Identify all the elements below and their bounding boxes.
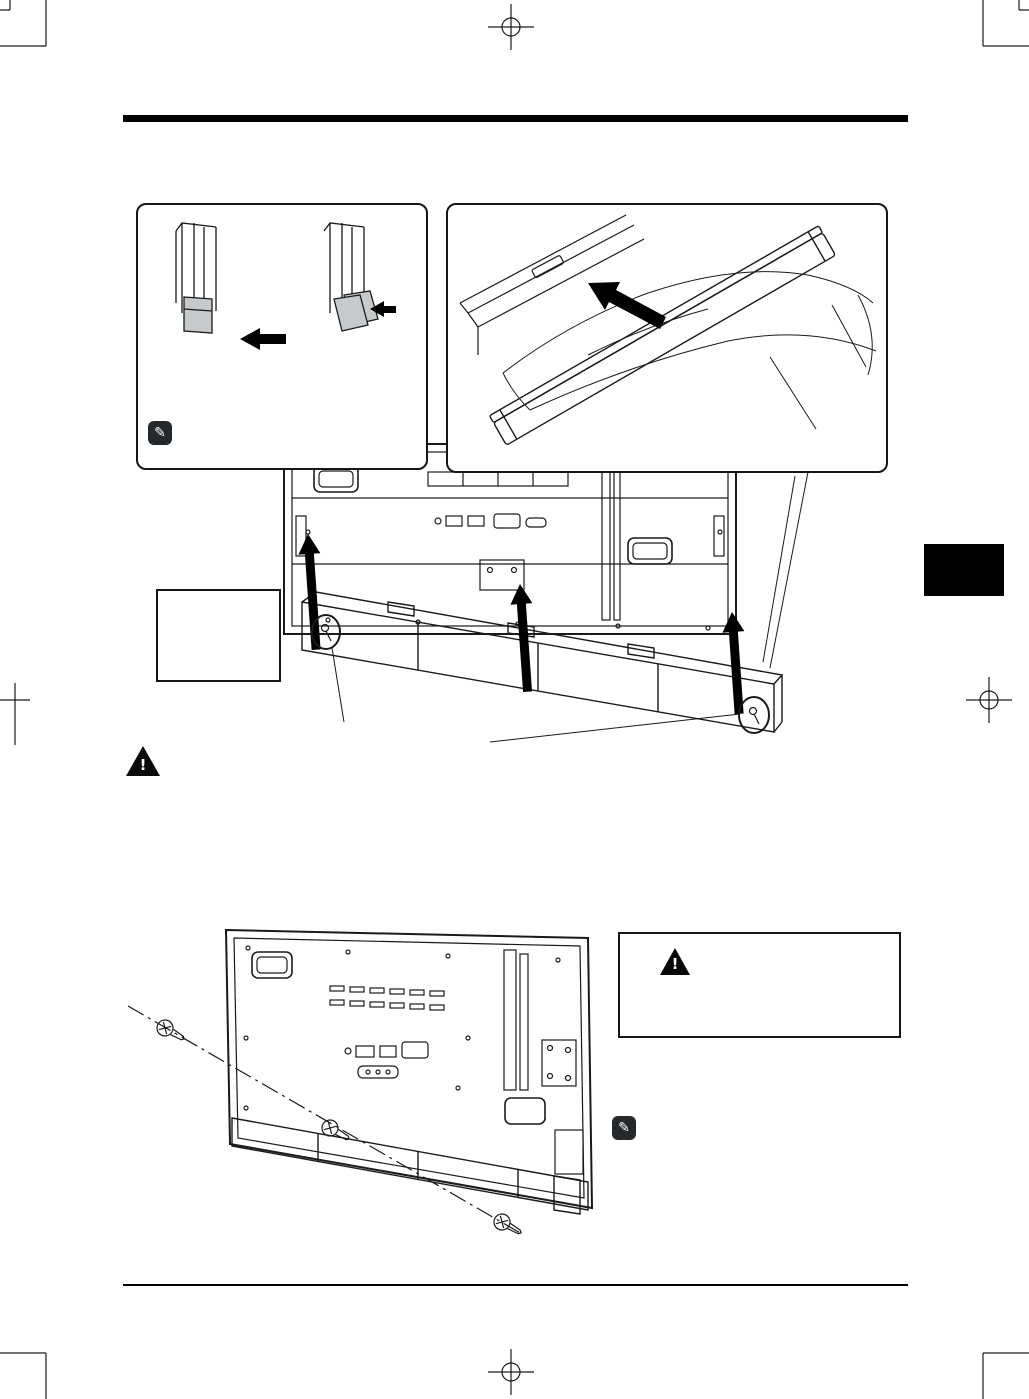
screw-3 <box>493 1213 522 1235</box>
section-index-tab <box>924 544 1004 596</box>
slide-in-panel <box>446 203 888 473</box>
register-mark-right-center <box>966 677 1012 723</box>
caution-exclamation: ! <box>139 756 147 774</box>
slide-in-drawing <box>459 214 877 445</box>
register-mark-bottom-center <box>488 1349 534 1395</box>
callout-leader-lines <box>769 304 867 430</box>
warning-icon: ! <box>660 948 690 975</box>
crop-mark-bottom-right <box>982 1352 1029 1399</box>
warning-box: ! <box>618 932 901 1038</box>
register-mark-left-center <box>0 683 30 745</box>
screw-detail-circle-right <box>738 696 770 734</box>
screw-1 <box>156 1019 185 1041</box>
arrow-left-icon <box>240 328 286 350</box>
bottom-rule <box>123 1284 908 1286</box>
register-mark-top-center <box>488 4 534 50</box>
note-icon: ✎ <box>148 421 172 445</box>
note-icon-lower: ✎ <box>612 1116 636 1140</box>
speaker-bar <box>301 591 784 733</box>
reference-box <box>156 589 281 682</box>
crop-mark-bottom-left <box>0 1352 47 1399</box>
connector-cluster <box>344 1041 429 1079</box>
arrow-small-icon <box>370 301 396 317</box>
tv-back-panel <box>283 443 737 635</box>
pencil-icon: ✎ <box>618 1120 630 1136</box>
crop-mark-top-left <box>0 0 47 47</box>
warning-exclamation: ! <box>671 955 679 973</box>
brand-badge <box>531 255 564 278</box>
tv-back-panel-lower <box>224 928 594 1210</box>
speaker-bar-sliding <box>489 225 836 445</box>
pencil-icon: ✎ <box>154 425 166 441</box>
clip-detail-panel: ✎ <box>136 203 428 470</box>
screw-fastening-illustration <box>127 928 594 1235</box>
speaker-attach-illustration <box>283 443 809 743</box>
crop-mark-top-right <box>982 0 1029 47</box>
protective-cloth <box>502 271 877 411</box>
caution-icon: ! <box>126 746 160 776</box>
vent-slots <box>329 985 445 1011</box>
clip-detail-drawing <box>175 222 396 350</box>
alignment-axis-line <box>127 1005 523 1235</box>
clip-detail-after <box>175 222 217 334</box>
leader-lines <box>331 471 809 743</box>
display-top-edge <box>459 214 645 355</box>
speaker-bar-lower <box>231 1117 589 1215</box>
top-rule <box>123 115 908 122</box>
slide-arrow-icon <box>588 282 666 329</box>
screw-dots-lower <box>243 945 561 1111</box>
screw-detail-circle-left <box>311 614 341 650</box>
clip-detail-before <box>323 222 379 332</box>
screw-2 <box>321 1119 350 1141</box>
